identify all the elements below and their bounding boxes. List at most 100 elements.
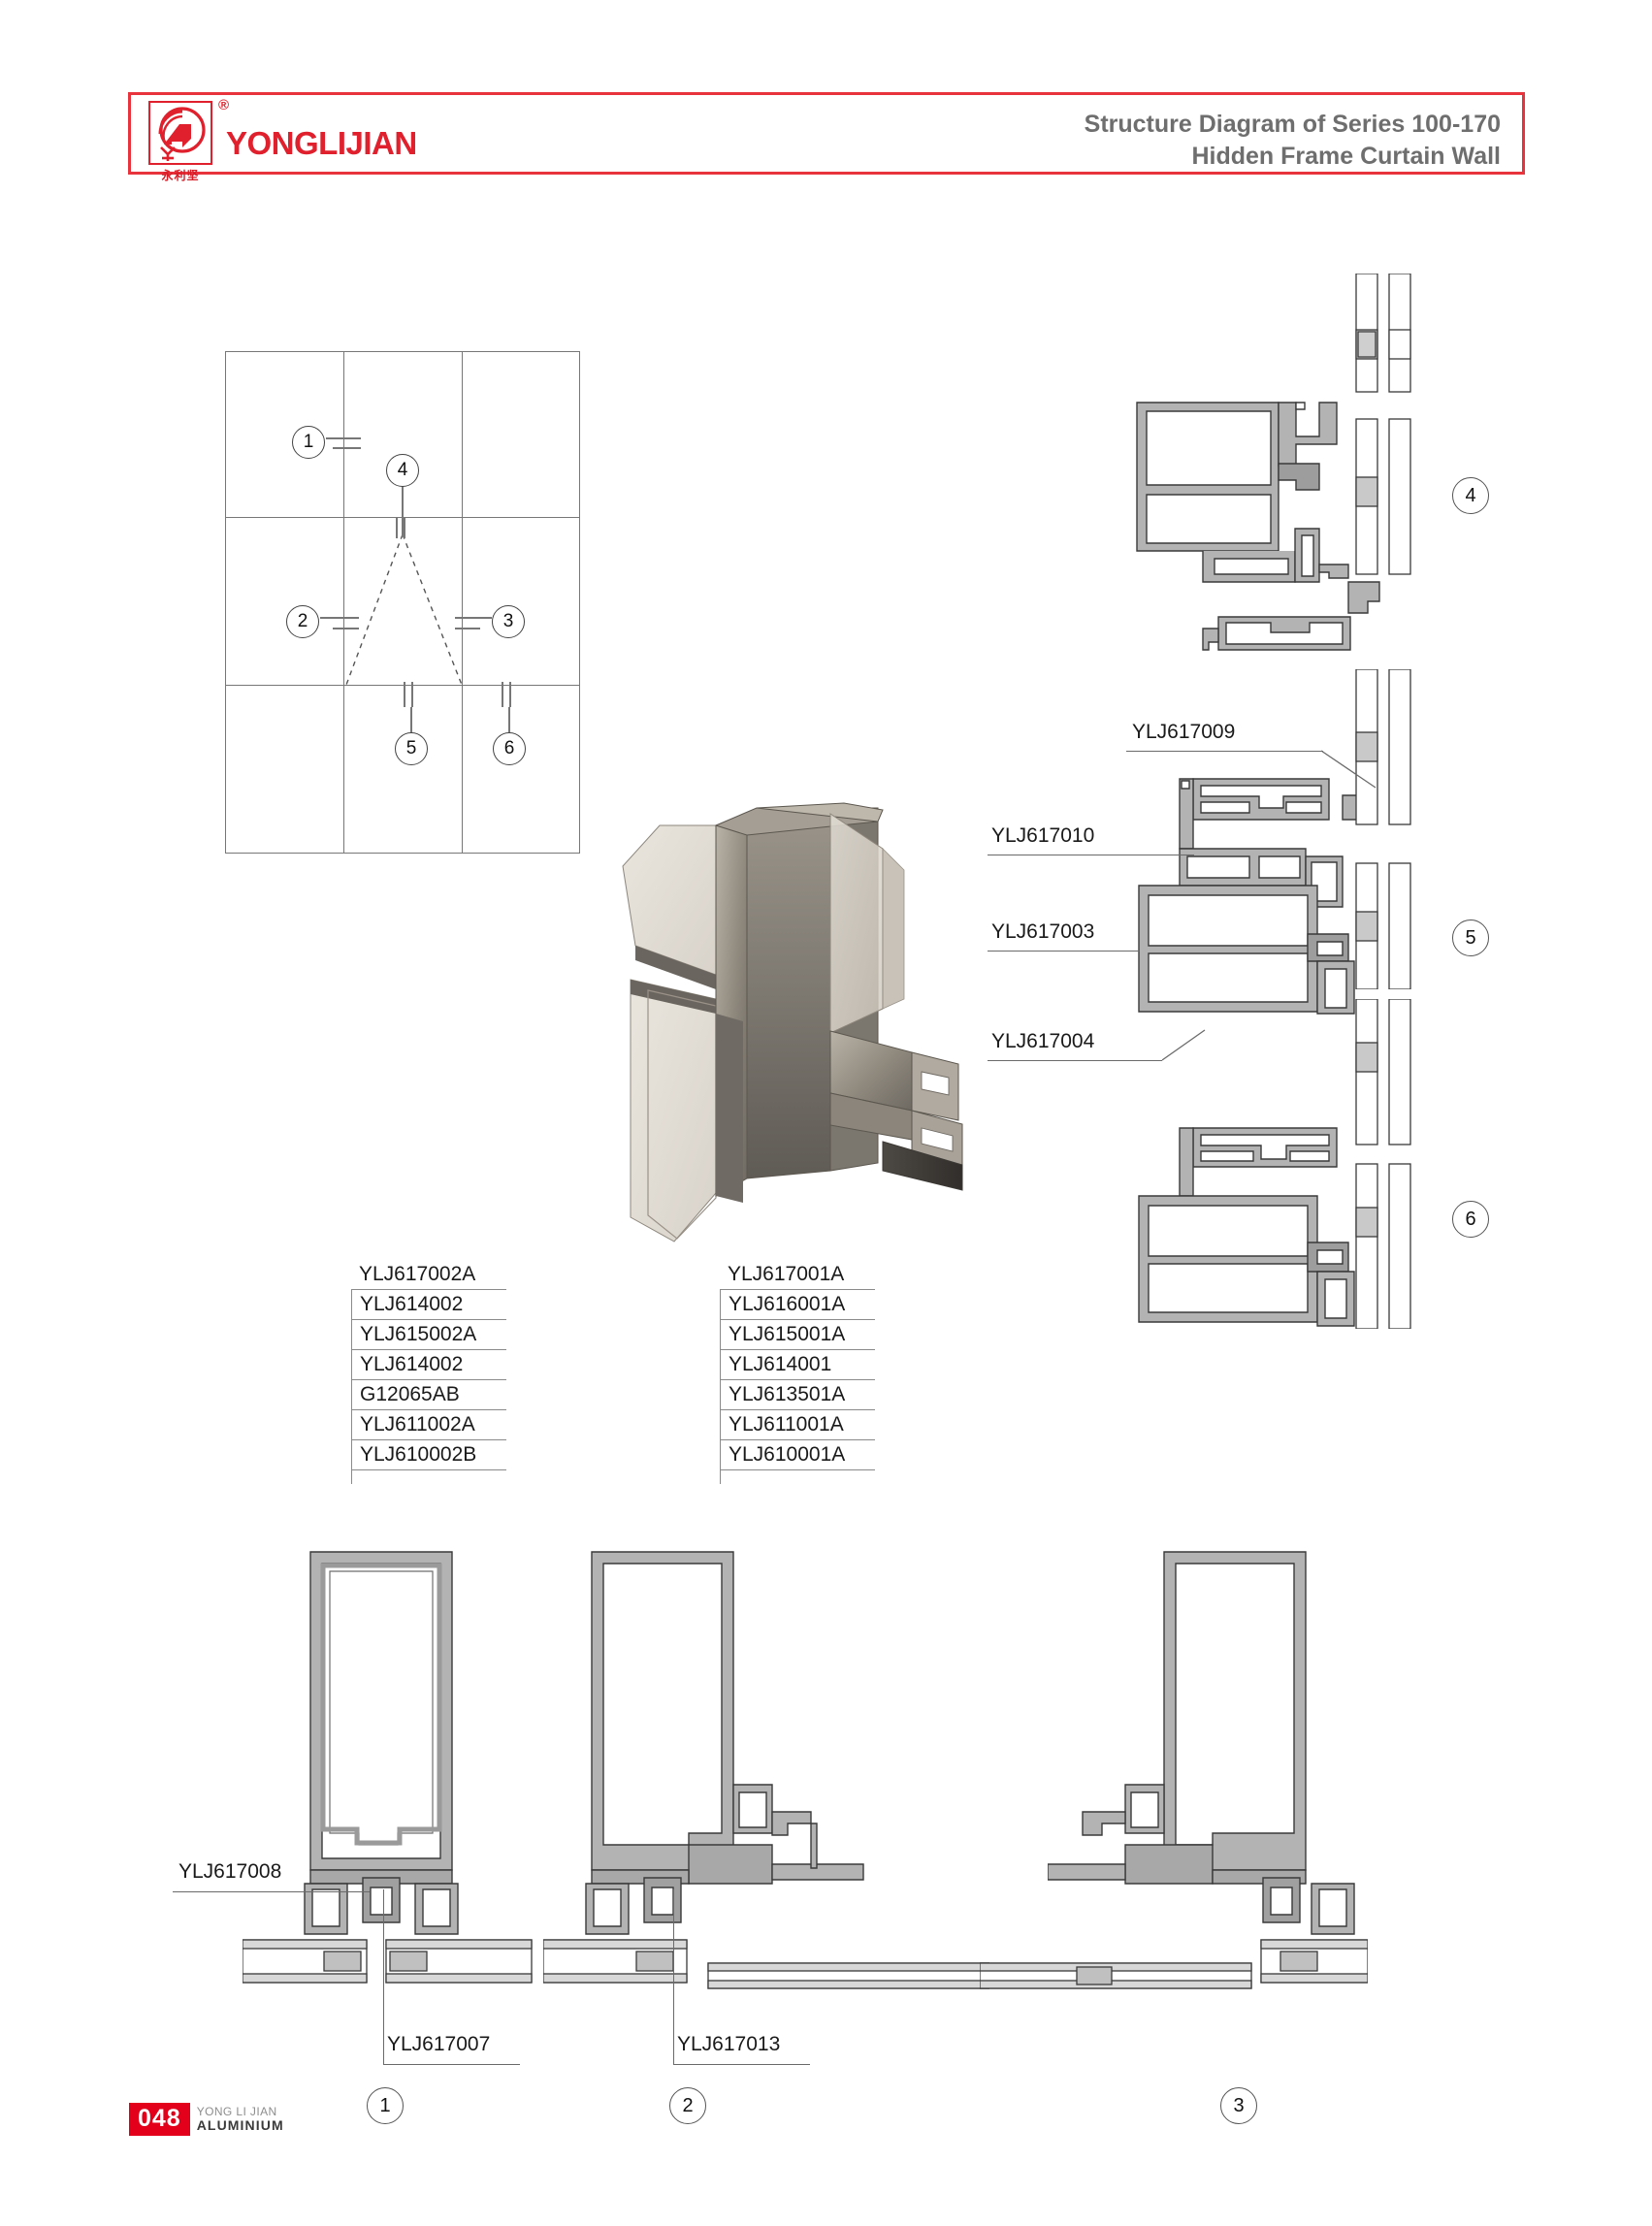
leader-2b (333, 628, 359, 629)
parts-list-right-row-2: YLJ614001 (720, 1349, 875, 1379)
leader-ylj617013-h (673, 2064, 810, 2066)
leader-4 (402, 486, 404, 536)
horizontal-transom-profile (829, 1030, 963, 1191)
page-title-line2: Hidden Frame Curtain Wall (1191, 143, 1501, 170)
leader-ylj617007-v (383, 1889, 385, 2065)
tick-4a (396, 517, 398, 538)
top-transom-cap (714, 802, 884, 836)
part-label-ylj617007: YLJ617007 (387, 2033, 491, 2055)
brand-wordmark: YONGLIJIAN (226, 124, 417, 161)
mullion-shadow-face (716, 1014, 743, 1203)
grid-line-vertical-1 (343, 352, 344, 853)
glazing-strip-detail-4 (1355, 274, 1411, 575)
footer-brand-line2: ALUMINIUM (196, 2116, 284, 2133)
leader-3b (455, 628, 480, 629)
tick-4b (404, 517, 405, 538)
leader-ylj617008 (173, 1891, 370, 1893)
tick-6b (509, 682, 511, 707)
parts-list-right-row-5: YLJ610001A (720, 1439, 875, 1469)
leader-ylj617004-diag (1161, 1029, 1206, 1061)
section-bubble-3[interactable]: 3 (1220, 2087, 1257, 2124)
glazing-band-detail-2 (543, 1939, 989, 1989)
leader-ylj617009-diag (1320, 750, 1377, 789)
detail-section-3-drawing (1048, 1551, 1355, 1935)
section-bubble-6[interactable]: 6 (1452, 1201, 1489, 1238)
glazing-band-detail-1 (243, 1939, 533, 1984)
parts-list-left-header: YLJ617002A (359, 1263, 476, 1285)
glass-panel-upper-left (622, 824, 717, 989)
section-bubble-2[interactable]: 2 (669, 2087, 706, 2124)
brand-logo: ® 永利坚 YONGLIJIAN (148, 97, 417, 182)
leader-ylj617003 (988, 951, 1140, 952)
glass-panel-lower-left (630, 979, 717, 1242)
registered-trademark-icon: ® (218, 97, 230, 113)
parts-list-right-row-0: YLJ616001A (720, 1289, 875, 1319)
detail-section-6-drawing (1138, 1127, 1355, 1327)
leader-ylj617007-h (383, 2064, 520, 2066)
parts-list-left-row-0: YLJ614002 (351, 1289, 506, 1319)
leader-ylj617004-h (988, 1060, 1162, 1062)
grid-line-horizontal-2 (226, 685, 579, 686)
leader-ylj617009-h (1126, 751, 1323, 753)
parts-list-left-row-5: YLJ610002B (351, 1439, 506, 1469)
brand-chinese-name: 永利坚 (161, 169, 200, 182)
section-reference-dashed-lines (345, 533, 463, 686)
detail-section-1-drawing (304, 1551, 459, 1935)
elevation-marker-5[interactable]: 5 (395, 732, 428, 765)
part-label-ylj617010: YLJ617010 (991, 824, 1095, 847)
part-label-ylj617008: YLJ617008 (178, 1860, 282, 1883)
parts-list-left-tail (351, 1469, 506, 1484)
elevation-marker-6[interactable]: 6 (493, 732, 526, 765)
section-bubble-4[interactable]: 4 (1452, 477, 1489, 514)
page-number: 048 (129, 2103, 190, 2136)
tick-5b (411, 682, 413, 707)
tick-5a (404, 682, 405, 707)
page-title: Structure Diagram of Series 100-170 Hidd… (1085, 109, 1501, 173)
leader-1a (326, 437, 361, 439)
part-label-ylj617003: YLJ617003 (991, 920, 1095, 943)
glazing-band-detail-3 (980, 1939, 1368, 1989)
parts-list-right-row-3: YLJ613501A (720, 1379, 875, 1409)
part-label-ylj617009: YLJ617009 (1132, 721, 1236, 743)
leader-ylj617013-v (673, 1889, 675, 2065)
glass-panel-right (829, 813, 905, 1034)
logo-arrow-icon (164, 124, 191, 147)
parts-list-left-row-1: YLJ615002A (351, 1319, 506, 1349)
elevation-grid-diagram: 1 4 2 3 5 6 (225, 351, 580, 854)
section-bubble-1[interactable]: 1 (367, 2087, 404, 2124)
isometric-assembly-render (622, 802, 963, 1242)
page-header: ® 永利坚 YONGLIJIAN Structure Diagram of Se… (128, 92, 1525, 182)
parts-list-left-row-2: YLJ614002 (351, 1349, 506, 1379)
elevation-marker-2[interactable]: 2 (286, 605, 319, 638)
parts-list-left: YLJ617002A YLJ614002 YLJ615002A YLJ61400… (351, 1261, 506, 1484)
detail-section-5-drawing (1138, 778, 1377, 1015)
glazing-strip-detail-6 (1355, 999, 1411, 1329)
parts-list-left-row-3: G12065AB (351, 1379, 506, 1409)
part-label-ylj617004: YLJ617004 (991, 1030, 1095, 1052)
leader-5 (410, 707, 412, 734)
yonglijian-logo-icon (148, 101, 212, 165)
glazing-strip-detail-5 (1355, 669, 1411, 989)
elevation-marker-3[interactable]: 3 (492, 605, 525, 638)
elevation-marker-4[interactable]: 4 (386, 454, 419, 487)
section-bubble-5[interactable]: 5 (1452, 919, 1489, 956)
leader-3a (455, 617, 492, 619)
elevation-marker-1[interactable]: 1 (292, 426, 325, 459)
detail-section-2-drawing (585, 1551, 864, 1935)
grid-line-vertical-2 (462, 352, 463, 853)
page-footer: 048 YONG LI JIAN ALUMINIUM (129, 2103, 284, 2136)
parts-list-right-header: YLJ617001A (728, 1263, 845, 1285)
parts-list-left-row-4: YLJ611002A (351, 1409, 506, 1439)
footer-brand-line1: YONG LI JIAN (196, 2105, 277, 2119)
page-title-line1: Structure Diagram of Series 100-170 (1084, 111, 1501, 138)
parts-list-right-row-1: YLJ615001A (720, 1319, 875, 1349)
logo-y-icon (160, 146, 176, 161)
logo-glyph-icon (158, 107, 206, 161)
parts-list-right-tail (720, 1469, 875, 1484)
leader-6 (508, 707, 510, 734)
leader-1b (333, 447, 361, 449)
part-label-ylj617013: YLJ617013 (677, 2033, 781, 2055)
leader-2a (320, 617, 359, 619)
tick-6a (502, 682, 503, 707)
detail-section-4-drawing (1136, 402, 1380, 651)
